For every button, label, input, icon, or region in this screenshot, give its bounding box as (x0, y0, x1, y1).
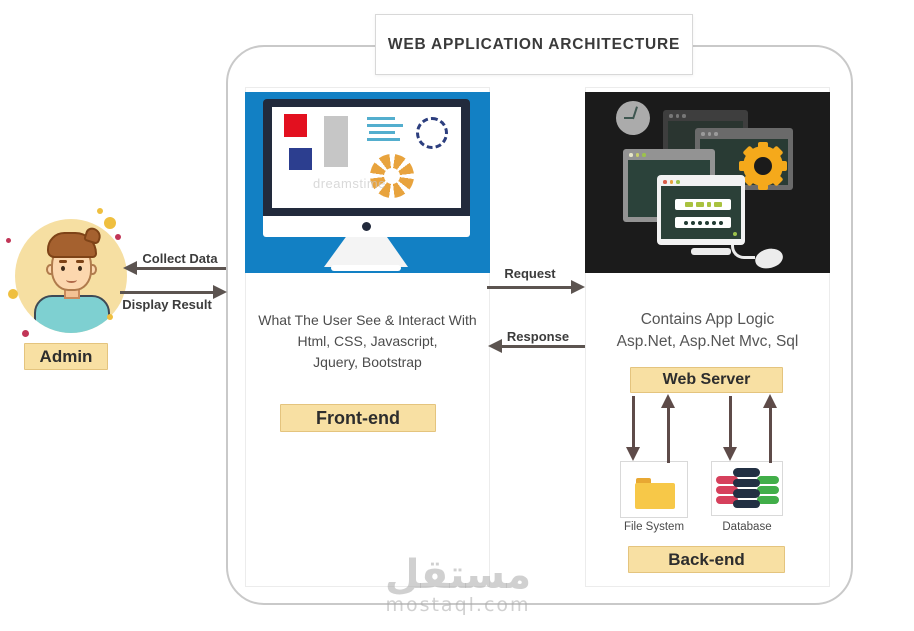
collect-data-arrow-line (136, 267, 226, 270)
stock-watermark: dreamstime (313, 176, 386, 191)
admin-avatar (15, 219, 127, 333)
database-cylinder-navy-icon (733, 468, 760, 510)
monitor-screen: dreamstime (272, 107, 461, 208)
display-result-arrowhead-icon (213, 285, 227, 299)
database-box (711, 461, 783, 516)
blue-square-shape (289, 148, 312, 170)
fs-to-ws-arrowhead-icon (661, 394, 675, 408)
display-result-arrow-line (120, 291, 213, 294)
frontend-description-line: What The User See & Interact With (258, 312, 477, 328)
backend-illustration (585, 92, 830, 273)
db-to-ws-line (769, 407, 772, 463)
decor-dot (115, 234, 121, 240)
frontend-description-line: Html, CSS, Javascript, (297, 333, 438, 349)
decor-dot (6, 238, 11, 243)
input-field-dashes (675, 199, 731, 210)
backend-label: Back-end (628, 546, 785, 573)
admin-label: Admin (24, 343, 108, 370)
response-label: Response (506, 329, 570, 344)
backend-description: Contains App Logic Asp.Net, Asp.Net Mvc,… (588, 309, 827, 353)
red-square-shape (284, 114, 307, 137)
decor-dot (104, 217, 116, 229)
avatar-shirt (34, 295, 110, 333)
collect-data-label: Collect Data (142, 251, 218, 266)
database-label: Database (722, 521, 772, 533)
decor-dot (22, 330, 29, 337)
database-cylinder-green-icon (757, 476, 779, 506)
clock-icon (616, 101, 650, 135)
gray-bar-shape (324, 116, 348, 167)
mouse-icon (753, 245, 785, 272)
frontend-illustration: dreamstime (245, 92, 490, 273)
response-arrowhead-icon (488, 339, 502, 353)
monitor-base (331, 265, 401, 271)
decor-dot (97, 208, 103, 214)
fs-to-ws-line (667, 407, 670, 463)
backend-description-line: Asp.Net, Asp.Net Mvc, Sql (616, 333, 799, 350)
dashed-circle-shape (416, 117, 448, 149)
ws-to-fs-arrowhead-icon (626, 447, 640, 461)
pinwheel-shape (370, 154, 414, 198)
keyboard-icon (691, 248, 731, 255)
request-label: Request (504, 266, 556, 281)
mouse-cable-icon (731, 245, 755, 259)
request-arrow-line (487, 286, 572, 289)
decor-dot (107, 314, 113, 320)
web-server-box: Web Server (630, 367, 783, 393)
frontend-description: What The User See & Interact With Html, … (250, 310, 485, 373)
decor-dot (8, 289, 18, 299)
request-arrowhead-icon (571, 280, 585, 294)
ws-to-db-line (729, 396, 732, 448)
response-arrow-line (501, 345, 585, 348)
ws-to-fs-line (632, 396, 635, 448)
file-system-label: File System (623, 521, 685, 533)
folder-icon (636, 478, 651, 484)
ws-to-db-arrowhead-icon (723, 447, 737, 461)
diagram-title: WEB APPLICATION ARCHITECTURE (387, 35, 681, 53)
database-cylinder-red-icon (716, 476, 738, 506)
frontend-label: Front-end (280, 404, 436, 432)
input-field-dots (675, 217, 731, 228)
db-to-ws-arrowhead-icon (763, 394, 777, 408)
backend-description-line: Contains App Logic (640, 311, 775, 328)
display-result-label: Display Result (122, 297, 212, 312)
monitor-stand (324, 237, 408, 267)
file-system-box (620, 461, 688, 518)
frontend-description-line: Jquery, Bootstrap (313, 354, 422, 370)
gear-icon (737, 140, 789, 192)
login-window-icon (657, 175, 745, 245)
collect-data-arrowhead-icon (123, 261, 137, 275)
diagram-title-box: WEB APPLICATION ARCHITECTURE (375, 14, 693, 75)
monitor-button-icon (362, 222, 371, 231)
